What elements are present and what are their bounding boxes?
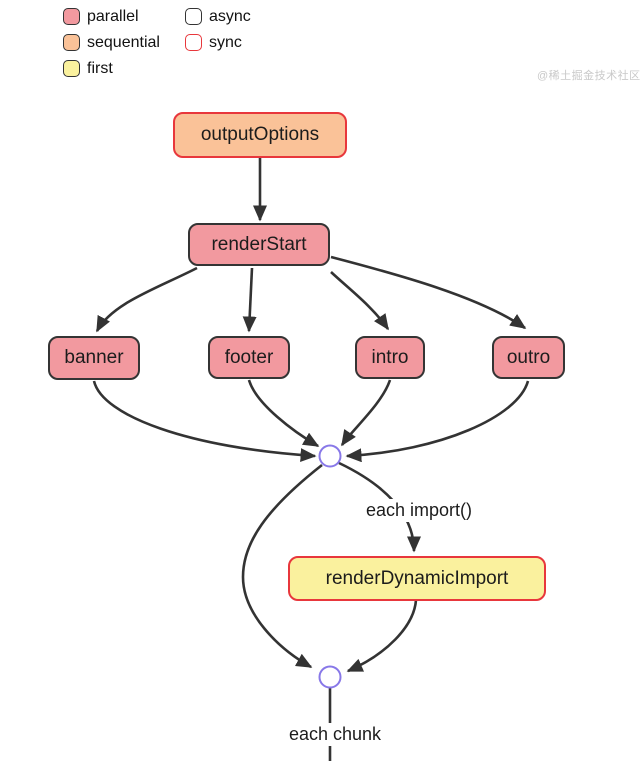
sequential-swatch-icon [63, 34, 80, 51]
node-outputoptions: outputOptions [173, 112, 347, 158]
node-intro: intro [355, 336, 425, 379]
legend-label-sync: sync [209, 34, 242, 51]
node-renderdynamicimport: renderDynamicImport [288, 556, 546, 601]
watermark: @稀土掘金技术社区 [537, 70, 641, 82]
legend-item-sync: sync [185, 32, 242, 53]
legend-label-sequential: sequential [87, 34, 160, 51]
edge-label-each-import: each import() [344, 499, 494, 522]
node-renderdynamicimport-label: renderDynamicImport [325, 567, 509, 589]
node-banner-label: banner [64, 347, 124, 368]
node-renderstart: renderStart [188, 223, 330, 266]
edge-renderstart-intro [330, 271, 390, 331]
edge-footer-junction1 [247, 379, 320, 448]
node-banner: banner [48, 336, 140, 380]
edge-renderstart-outro [330, 255, 527, 330]
legend-label-parallel: parallel [87, 8, 139, 25]
legend-item-first: first [63, 58, 113, 79]
edge-label-each-chunk: each chunk [276, 723, 394, 746]
legend-label-async: async [209, 8, 251, 25]
legend-label-first: first [87, 60, 113, 77]
legend-item-sequential: sequential [63, 32, 160, 53]
legend-item-async: async [185, 6, 251, 27]
legend-item-parallel: parallel [63, 6, 139, 27]
sync-swatch-icon [185, 34, 202, 51]
node-renderstart-label: renderStart [211, 233, 307, 255]
parallel-swatch-icon [63, 8, 80, 25]
edge-renderstart-banner [95, 266, 198, 333]
edge-renderdynamicimport-junction2 [346, 599, 418, 673]
edge-renderstart-footer [242, 267, 257, 333]
first-swatch-icon [63, 60, 80, 77]
node-outro-label: outro [506, 346, 551, 368]
edge-outro-junction1 [345, 380, 530, 463]
junction-1 [318, 444, 342, 468]
node-outro: outro [492, 336, 565, 379]
async-swatch-icon [185, 8, 202, 25]
node-footer: footer [208, 336, 290, 379]
node-footer-label: footer [224, 346, 274, 368]
edge-intro-junction1 [340, 379, 392, 447]
node-intro-label: intro [371, 346, 409, 368]
edge-junction1-junction2 [241, 463, 323, 669]
edge-banner-junction1 [92, 380, 317, 463]
junction-2 [318, 665, 342, 689]
node-outputoptions-label: outputOptions [200, 124, 320, 145]
